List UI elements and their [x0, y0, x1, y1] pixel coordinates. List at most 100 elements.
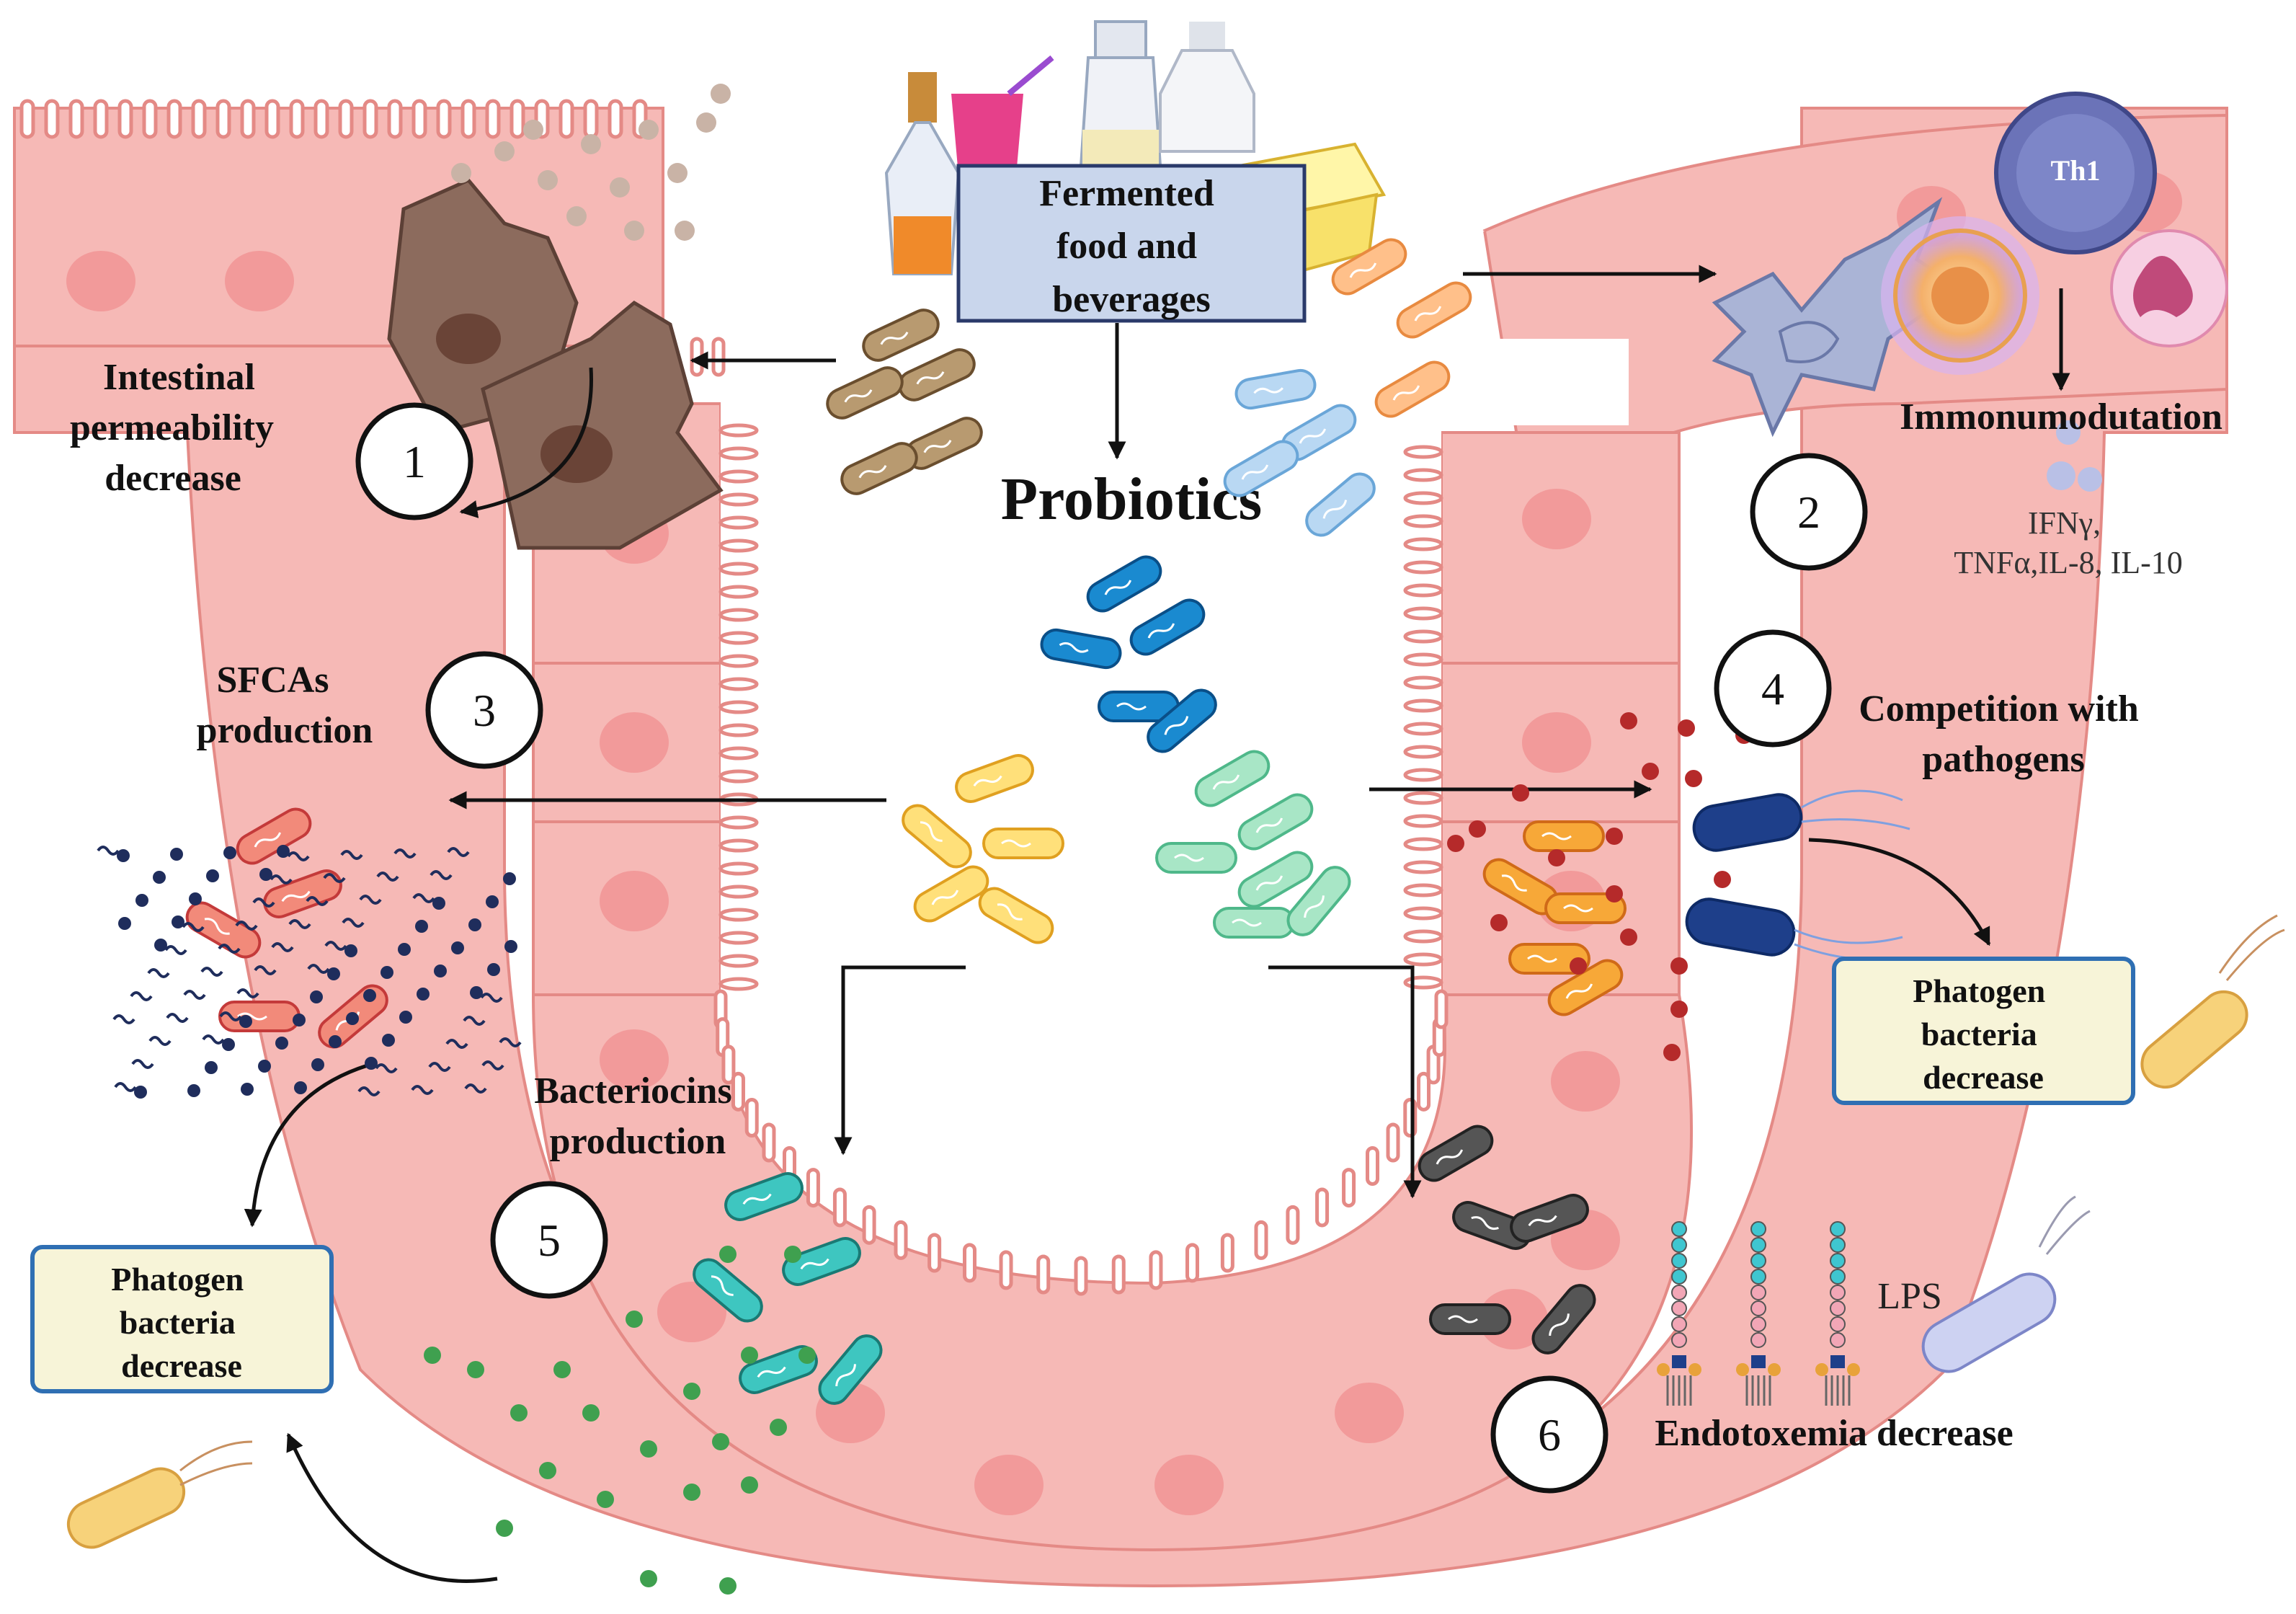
svg-text:Competition with pathogens: Competition with pathogens — [1859, 688, 2148, 780]
scfa-dot — [258, 1060, 271, 1073]
svg-text:3: 3 — [473, 685, 496, 736]
svg-text:5: 5 — [538, 1215, 561, 1266]
scfa-squiggle — [254, 965, 277, 975]
lps-sugar — [1750, 1332, 1766, 1348]
nucleus — [66, 251, 135, 311]
rod-bacterium — [1237, 793, 1314, 851]
scfa-squiggle — [218, 944, 241, 954]
nucleus — [1522, 489, 1591, 549]
rod-bacterium — [1510, 1194, 1589, 1243]
scfa-dot — [417, 988, 430, 1001]
scfa-dot — [363, 989, 376, 1002]
red-dot — [1663, 1044, 1681, 1061]
rod-bacterium — [1147, 688, 1217, 753]
nucleus — [974, 1455, 1044, 1515]
scfa-squiggle — [147, 968, 170, 978]
th1-cell-icon: Th1 — [1994, 92, 2157, 254]
m4-line-1: Competition with — [1859, 688, 2139, 730]
rod-bacterium — [902, 804, 972, 869]
red-dot — [1620, 712, 1637, 730]
scfa-dot — [205, 1061, 218, 1074]
scfa-dot — [135, 894, 148, 907]
particle-dot — [675, 221, 695, 241]
lps-label: LPS — [1877, 1276, 1942, 1317]
red-dot — [1685, 770, 1702, 787]
svg-text:Phatogen bacteria: Phatogen bacteria decrease — [1913, 972, 2054, 1096]
scfa-squiggle — [271, 942, 294, 952]
scfa-squiggle — [324, 941, 347, 951]
lps-lipid — [1815, 1363, 1828, 1376]
scfa-squiggle — [428, 1062, 451, 1072]
green-dot — [553, 1361, 571, 1378]
scfa-dot — [134, 1086, 147, 1099]
scfa-dot — [365, 1057, 378, 1070]
scfa-squiggle — [376, 872, 399, 882]
m4-number-badge: 4 — [1714, 629, 1832, 748]
scfa-squiggle — [447, 847, 470, 857]
red-dot — [1620, 928, 1637, 946]
scfa-dot — [277, 845, 290, 858]
particle-dot — [538, 170, 558, 190]
scfa-dot — [311, 1058, 324, 1071]
rod-bacterium — [1286, 866, 1351, 936]
cytokine-dots — [2047, 420, 2102, 492]
rod-bacterium-icon-left — [66, 1440, 253, 1549]
m2-number-badge: 2 — [1750, 453, 1868, 571]
svg-text:Intestinal permeability: Intestinal permeability decrease — [70, 357, 283, 499]
scfa-dot — [294, 1081, 307, 1094]
source-box — [956, 164, 1307, 323]
particle-dot — [638, 120, 659, 140]
nucleus — [600, 1029, 669, 1090]
rod-bacterium — [913, 865, 989, 923]
scfa-squiggle — [288, 919, 311, 929]
rod-bacterium — [978, 887, 1054, 944]
scfa-squiggle — [200, 967, 223, 977]
scfa-dot — [118, 917, 131, 930]
scfa-squiggle — [375, 1063, 398, 1073]
red-dot — [1606, 885, 1623, 903]
scfa-squiggle — [148, 1036, 172, 1046]
m5-line-2: production — [550, 1121, 726, 1162]
scfa-dot — [222, 1038, 235, 1051]
rod-bacterium — [1374, 360, 1451, 418]
m1-line-1: Intestinal — [103, 357, 255, 398]
scfa-dot — [117, 849, 130, 862]
scfa-squiggle — [182, 922, 205, 932]
scfa-squiggle — [306, 896, 329, 906]
scfa-squiggle — [481, 1060, 504, 1070]
green-dot — [712, 1433, 729, 1450]
nucleus — [600, 712, 669, 773]
rod-bacterium — [782, 1237, 861, 1286]
particle-dot — [624, 221, 644, 241]
lps-sugar — [1830, 1285, 1846, 1300]
particle-dot — [610, 177, 630, 198]
svg-text:Bacteriocins production: Bacteriocins production — [534, 1070, 741, 1162]
scfa-squiggle — [359, 895, 382, 905]
m6-number-badge: 6 — [1490, 1375, 1608, 1494]
scfa-dot — [189, 892, 202, 905]
lps-sugar — [1750, 1300, 1766, 1316]
rod-bacterium — [1305, 472, 1376, 537]
green-dot — [640, 1440, 657, 1458]
particle-dot — [696, 112, 716, 133]
scfa-squiggle — [164, 945, 187, 955]
scfa-squiggle — [97, 846, 120, 856]
rod-bacterium — [1129, 598, 1206, 656]
m4-line-2: pathogens — [1922, 739, 2084, 780]
m3-number-badge: 3 — [425, 651, 543, 769]
red-dot — [1714, 871, 1731, 888]
scfa-squiggle — [430, 870, 453, 880]
lps-sugar — [1750, 1285, 1766, 1300]
scfa-dot — [451, 941, 464, 954]
bacteriocin-dots — [424, 1246, 816, 1595]
rod-bacterium — [982, 828, 1064, 859]
rod-bacterium — [840, 442, 918, 495]
red-dot — [1642, 763, 1659, 780]
green-dot — [719, 1577, 737, 1595]
svg-text:4: 4 — [1761, 663, 1784, 714]
scfa-squiggle — [464, 1083, 487, 1094]
scfa-dot — [206, 869, 219, 882]
lps-sugar — [1830, 1221, 1846, 1237]
scfa-dot — [223, 846, 236, 859]
green-dot — [683, 1383, 700, 1400]
